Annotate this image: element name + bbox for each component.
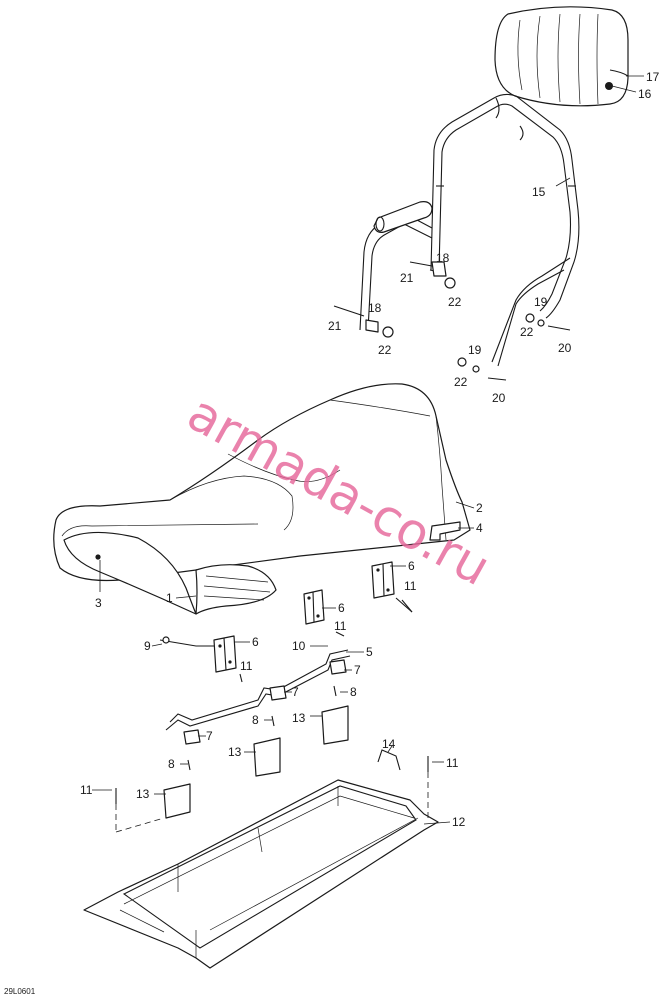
callout-8: 8 xyxy=(350,685,357,699)
callout-8: 8 xyxy=(252,713,259,727)
callout-8: 8 xyxy=(168,757,175,771)
callout-11: 11 xyxy=(446,756,459,770)
callout-22: 22 xyxy=(448,295,462,309)
callout-labels: 17 16 15 18 21 22 18 21 22 19 22 20 19 2… xyxy=(80,70,660,829)
callout-21: 21 xyxy=(328,319,342,333)
storage-tray xyxy=(83,779,439,969)
callout-21: 21 xyxy=(400,271,414,285)
frame-hardware xyxy=(333,261,571,381)
hinge-right xyxy=(371,561,413,613)
callout-19: 19 xyxy=(468,343,482,357)
callout-18: 18 xyxy=(368,301,382,315)
callout-7: 7 xyxy=(206,729,213,743)
callout-13: 13 xyxy=(136,787,150,801)
callout-14: 14 xyxy=(382,737,396,751)
callout-19: 19 xyxy=(534,295,548,309)
callout-15: 15 xyxy=(532,185,546,199)
callout-16: 16 xyxy=(638,87,652,101)
callout-20: 20 xyxy=(492,391,506,405)
callout-5: 5 xyxy=(366,645,373,659)
callout-11: 11 xyxy=(404,579,417,593)
callout-20: 20 xyxy=(558,341,572,355)
headrest xyxy=(494,6,629,107)
callout-17: 17 xyxy=(646,70,660,84)
seat xyxy=(53,383,471,615)
callout-11: 11 xyxy=(240,659,253,673)
callout-6: 6 xyxy=(408,559,415,573)
clip xyxy=(429,521,461,541)
backrest-frame xyxy=(359,93,580,367)
callout-7: 7 xyxy=(354,663,361,677)
drawing-code: 29L0601 xyxy=(4,987,36,996)
seat-base-marker-dot xyxy=(95,554,101,560)
seat-brackets xyxy=(163,705,349,819)
strap xyxy=(377,749,401,771)
callout-22: 22 xyxy=(520,325,534,339)
callout-22: 22 xyxy=(378,343,392,357)
screws xyxy=(115,599,429,804)
callout-22: 22 xyxy=(454,375,468,389)
callout-10: 10 xyxy=(292,639,306,653)
rod-clips xyxy=(183,659,347,745)
callout-9: 9 xyxy=(144,639,151,653)
callout-6: 6 xyxy=(338,601,345,615)
callout-7: 7 xyxy=(292,685,299,699)
callout-18: 18 xyxy=(436,251,450,265)
callout-11: 11 xyxy=(80,783,93,797)
hinge-lower xyxy=(159,635,237,673)
callout-1: 1 xyxy=(166,591,173,605)
callout-13: 13 xyxy=(228,745,242,759)
callout-4: 4 xyxy=(476,521,483,535)
callout-13: 13 xyxy=(292,711,306,725)
callout-11: 11 xyxy=(334,619,347,633)
callout-3: 3 xyxy=(95,596,102,610)
hinge-upper xyxy=(303,589,325,625)
callout-6: 6 xyxy=(252,635,259,649)
callout-2: 2 xyxy=(476,501,483,515)
callout-12: 12 xyxy=(452,815,466,829)
leader-lines xyxy=(92,75,644,834)
headrest-fastener-dot xyxy=(605,82,613,90)
